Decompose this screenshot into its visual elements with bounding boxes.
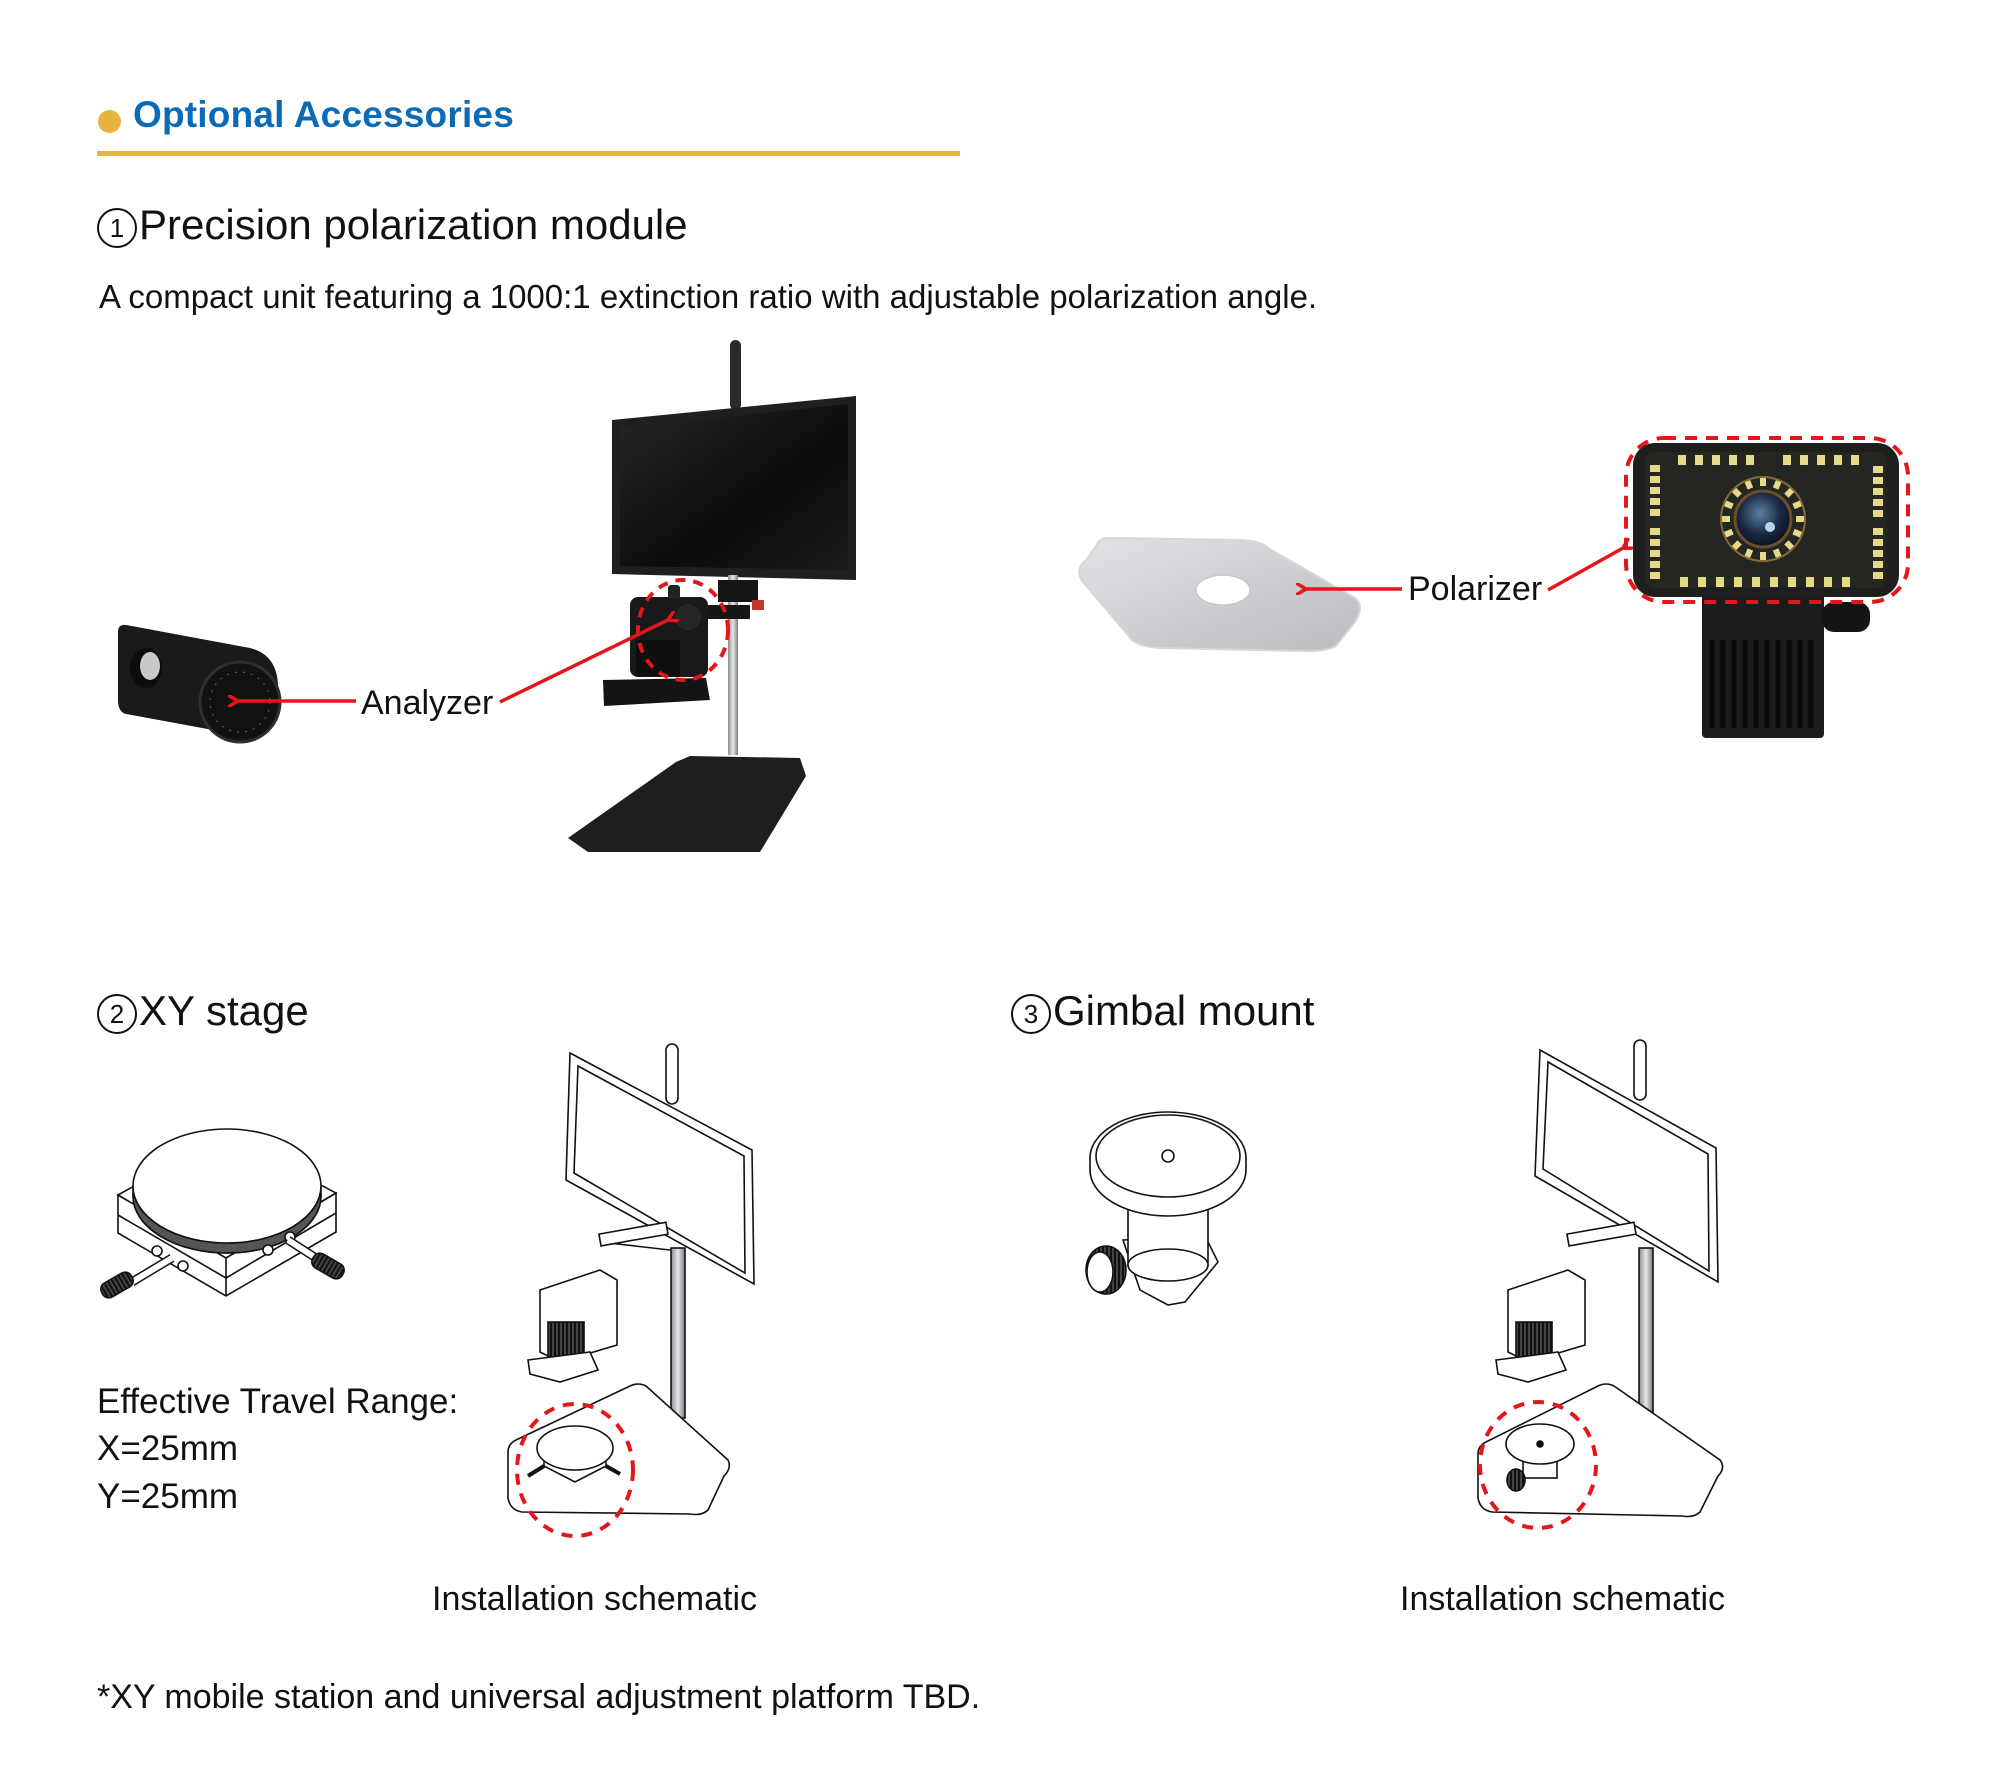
led bbox=[1650, 528, 1660, 535]
led bbox=[1752, 577, 1760, 587]
led bbox=[1783, 455, 1791, 465]
led-ring-led bbox=[1723, 500, 1734, 510]
xy-stage-heading-text: XY stage bbox=[139, 987, 309, 1034]
travel-range-y: Y=25mm bbox=[97, 1477, 239, 1516]
circled-number-icon: 1 bbox=[97, 208, 137, 248]
led bbox=[1788, 577, 1796, 587]
led bbox=[1770, 577, 1778, 587]
led bbox=[1834, 455, 1842, 465]
analyzer-module-image bbox=[118, 624, 282, 744]
led-ring-led bbox=[1772, 548, 1782, 559]
led bbox=[1650, 550, 1660, 557]
footnote: *XY mobile station and universal adjustm… bbox=[97, 1678, 981, 1716]
camera-head-image bbox=[1633, 443, 1899, 738]
led-ring-led bbox=[1744, 548, 1754, 559]
led bbox=[1873, 477, 1883, 484]
led-ring-led bbox=[1792, 500, 1803, 510]
led bbox=[1873, 539, 1883, 546]
led bbox=[1650, 465, 1660, 472]
led-ring-led bbox=[1760, 478, 1766, 486]
polarizer-plate-image bbox=[1078, 536, 1361, 653]
led bbox=[1734, 577, 1742, 587]
led-ring-led bbox=[1784, 540, 1795, 551]
microscope-photo bbox=[568, 340, 856, 852]
led-ring-led bbox=[1784, 487, 1795, 498]
led-ring-led bbox=[1796, 516, 1804, 522]
led-ring-led bbox=[1772, 479, 1782, 490]
led bbox=[1680, 577, 1688, 587]
led bbox=[1800, 455, 1808, 465]
led bbox=[1817, 455, 1825, 465]
polarization-description: A compact unit featuring a 1000:1 extinc… bbox=[99, 278, 1318, 315]
led-ring-led bbox=[1723, 528, 1734, 538]
led bbox=[1842, 577, 1850, 587]
camera-callout-rect bbox=[1624, 436, 1910, 604]
polarizer-arrow-right bbox=[1547, 548, 1623, 592]
gimbal-installation-schematic bbox=[1477, 1039, 1724, 1518]
antenna bbox=[730, 340, 741, 410]
circled-number-icon: 2 bbox=[97, 994, 137, 1034]
section-bullet-icon bbox=[98, 110, 121, 133]
led-ring-led bbox=[1744, 479, 1754, 490]
led bbox=[1650, 539, 1660, 546]
led bbox=[1873, 488, 1883, 495]
xy-callout-circle bbox=[515, 1402, 635, 1538]
led bbox=[1695, 455, 1703, 465]
circled-number-icon: 3 bbox=[1011, 994, 1051, 1034]
lens bbox=[1733, 489, 1793, 549]
gimbal-heading-text: Gimbal mount bbox=[1053, 987, 1315, 1034]
led-ring-led bbox=[1760, 552, 1766, 560]
led bbox=[1873, 499, 1883, 506]
section-divider bbox=[97, 151, 960, 156]
led bbox=[1873, 466, 1883, 473]
led bbox=[1824, 577, 1832, 587]
travel-range-x: X=25mm bbox=[97, 1429, 239, 1468]
stand-base bbox=[568, 756, 806, 852]
heatsink bbox=[1702, 590, 1824, 738]
led bbox=[1806, 577, 1814, 587]
gimbal-callout-circle bbox=[1478, 1400, 1598, 1530]
led bbox=[1678, 455, 1686, 465]
led bbox=[1873, 528, 1883, 535]
support-pole bbox=[728, 575, 738, 755]
led bbox=[1650, 561, 1660, 568]
analyzer-label: Analyzer bbox=[361, 684, 494, 722]
polarization-heading-text: Precision polarization module bbox=[139, 201, 688, 248]
led bbox=[1650, 572, 1660, 579]
led bbox=[1746, 455, 1754, 465]
led bbox=[1873, 550, 1883, 557]
led-ring-led bbox=[1792, 528, 1803, 538]
led-ring-led bbox=[1722, 516, 1730, 522]
led bbox=[1698, 577, 1706, 587]
section-title: Optional Accessories bbox=[133, 94, 514, 135]
xy-stage-drawing bbox=[100, 1128, 345, 1299]
led bbox=[1650, 487, 1660, 494]
led bbox=[1873, 561, 1883, 568]
led bbox=[1716, 577, 1724, 587]
analyzer-callout-circle bbox=[636, 578, 730, 682]
polarizer-label: Polarizer bbox=[1408, 570, 1543, 608]
led bbox=[1650, 476, 1660, 483]
analyzer-arrow-right bbox=[499, 620, 668, 704]
led bbox=[1873, 572, 1883, 579]
xy-installation-schematic bbox=[507, 1043, 755, 1516]
gimbal-drawing bbox=[1085, 1111, 1247, 1306]
led-ring-led bbox=[1731, 487, 1742, 498]
led bbox=[1650, 498, 1660, 505]
led bbox=[1851, 455, 1859, 465]
travel-range-title: Effective Travel Range: bbox=[97, 1382, 459, 1421]
led bbox=[1712, 455, 1720, 465]
gimbal-schematic-caption: Installation schematic bbox=[1400, 1580, 1726, 1618]
xy-schematic-caption: Installation schematic bbox=[432, 1580, 758, 1618]
led-ring-led bbox=[1731, 540, 1742, 551]
led bbox=[1873, 510, 1883, 517]
led bbox=[1729, 455, 1737, 465]
led bbox=[1650, 509, 1660, 516]
